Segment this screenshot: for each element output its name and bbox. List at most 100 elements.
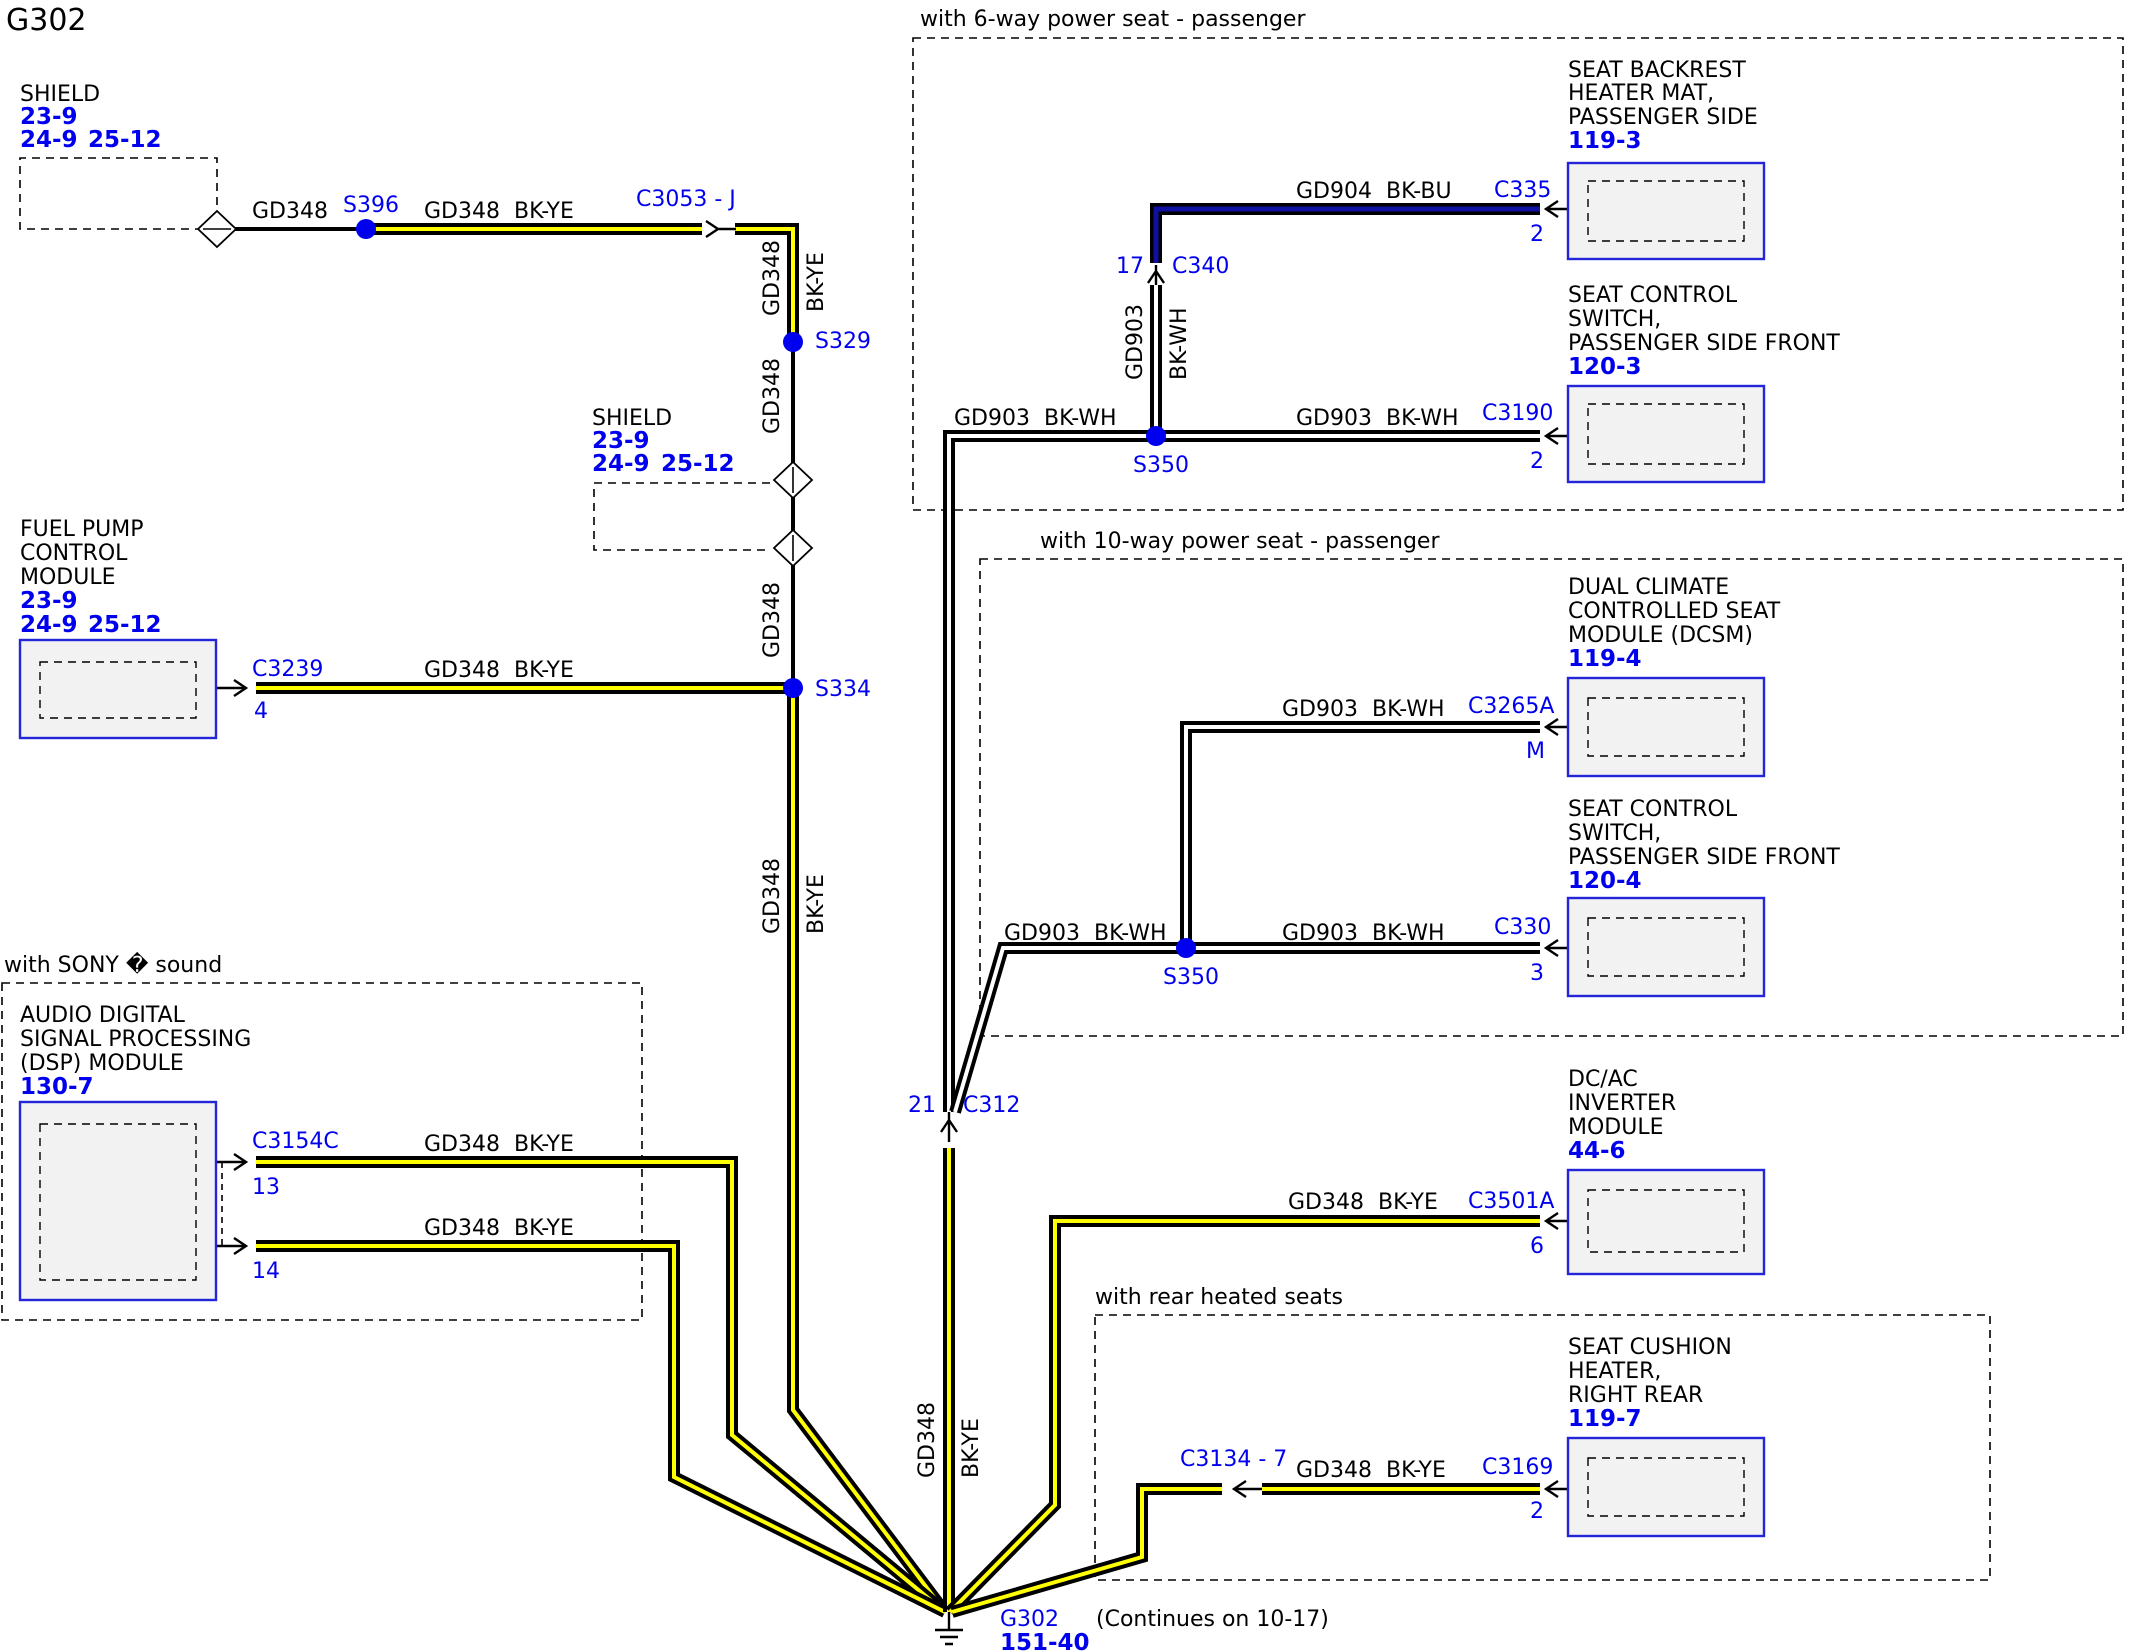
seat-control-switch-10way-box: [1566, 896, 1766, 998]
svg-text:GD348: GD348: [424, 1132, 500, 1157]
connector-c3265-label: C3265A: [1468, 694, 1554, 719]
connector-c335-label: C335: [1494, 178, 1551, 203]
svg-text:HEATER,: HEATER,: [1568, 1359, 1661, 1384]
svg-text:GD903: GD903: [1296, 406, 1372, 431]
shield-box-top: [19, 157, 218, 230]
group-box-10way: [979, 558, 2124, 1037]
connector-c3239-pin: 4: [254, 699, 268, 724]
svg-text:GD348: GD348: [760, 858, 785, 934]
wire-c330-c312: [949, 942, 1540, 1114]
connector-c3190-arrow: [1543, 427, 1568, 445]
splice-s396: [356, 219, 376, 239]
connector-c3501-label: C3501A: [1468, 1189, 1554, 1214]
svg-text:24-9: 24-9: [20, 127, 78, 153]
svg-text:BK-WH: BK-WH: [1386, 406, 1459, 431]
wire-label-gd903: GD903: [954, 406, 1030, 431]
svg-text:GD348: GD348: [1296, 1458, 1372, 1483]
connector-c3265-pin: M: [1526, 739, 1545, 764]
svg-text:BK-YE: BK-YE: [804, 874, 829, 934]
seat-cushion-heater-ref: 119-7: [1568, 1406, 1642, 1432]
ground-label: G302: [1000, 1607, 1059, 1632]
seat-backrest-heater-label: SEAT BACKREST: [1568, 58, 1746, 83]
svg-text:GD903: GD903: [1004, 921, 1080, 946]
svg-text:GD348: GD348: [760, 582, 785, 658]
connector-c3134-arrow: [1231, 1480, 1262, 1498]
splice-s329: [783, 332, 803, 352]
shield-mid-label: SHIELD: [592, 406, 672, 431]
svg-text:BK-WH: BK-WH: [1372, 921, 1445, 946]
connector-c3053-label: C3053 - J: [636, 187, 736, 212]
svg-text:24-9: 24-9: [20, 612, 78, 638]
connector-c3154-label: C3154C: [252, 1129, 339, 1154]
wire-gd903-network: [943, 285, 1540, 1114]
wire-c3154-14-g302: [256, 1240, 948, 1618]
seat-backrest-heater-ref: 119-3: [1568, 128, 1642, 154]
connector-c330-pin: 3: [1530, 961, 1544, 986]
connector-c330-arrow: [1543, 939, 1568, 957]
svg-text:24-9: 24-9: [592, 451, 650, 477]
splice-s334: [783, 678, 803, 698]
connector-c340-pin: 17: [1116, 254, 1144, 279]
group-box-rear-heated: [1094, 1314, 1991, 1581]
splice-s329-label: S329: [815, 329, 871, 354]
svg-text:BK-BU: BK-BU: [1386, 179, 1452, 204]
svg-text:HEATER MAT,: HEATER MAT,: [1568, 81, 1714, 106]
shield-box-mid: [593, 482, 770, 551]
seat-control-switch-10way-label: SEAT CONTROL: [1568, 797, 1738, 822]
svg-text:MODULE: MODULE: [20, 565, 116, 590]
svg-text:SIGNAL PROCESSING: SIGNAL PROCESSING: [20, 1027, 251, 1052]
svg-text:GD903: GD903: [1282, 697, 1358, 722]
wire-c3154-13-g302: [256, 1156, 949, 1617]
splice-s396-label: S396: [343, 193, 399, 218]
group-label-6way: with 6-way power seat - passenger: [920, 7, 1306, 32]
connector-c312-pin: 21: [908, 1093, 936, 1118]
dsp-module-ref: 130-7: [20, 1074, 94, 1100]
connector-c330-label: C330: [1494, 915, 1551, 940]
seat-cushion-heater-label: SEAT CUSHION: [1568, 1335, 1732, 1360]
connector-c312-label: C312: [963, 1093, 1020, 1118]
svg-text:(DSP) MODULE: (DSP) MODULE: [20, 1051, 184, 1076]
svg-text:RIGHT REAR: RIGHT REAR: [1568, 1383, 1703, 1408]
dsp-module-box: [18, 1100, 218, 1302]
group-box-6way: [912, 37, 2124, 511]
svg-text:BK-YE: BK-YE: [514, 199, 574, 224]
connector-c3190-pin: 2: [1530, 449, 1544, 474]
svg-text:BK-YE: BK-YE: [804, 252, 829, 312]
seat-control-switch-6way-ref: 120-3: [1568, 354, 1642, 380]
svg-text:GD348: GD348: [424, 1216, 500, 1241]
fuel-pump-label: FUEL PUMP: [20, 517, 144, 542]
svg-text:GD348: GD348: [424, 199, 500, 224]
svg-text:MODULE: MODULE: [1568, 1115, 1664, 1140]
svg-text:GD348: GD348: [760, 240, 785, 316]
svg-text:PASSENGER SIDE FRONT: PASSENGER SIDE FRONT: [1568, 845, 1840, 870]
connector-c3154-pin14: 14: [252, 1259, 280, 1284]
group-box-sony: [1, 982, 643, 1321]
group-label-10way: with 10-way power seat - passenger: [1040, 529, 1440, 554]
svg-text:25-12: 25-12: [661, 451, 735, 477]
svg-text:CONTROL: CONTROL: [20, 541, 128, 566]
svg-text:25-12: 25-12: [88, 127, 162, 153]
group-label-rear-heated: with rear heated seats: [1095, 1285, 1343, 1310]
svg-text:GD903: GD903: [1282, 921, 1358, 946]
svg-text:BK-YE: BK-YE: [1378, 1190, 1438, 1215]
svg-text:PASSENGER SIDE: PASSENGER SIDE: [1568, 105, 1758, 130]
dsp-module-label: AUDIO DIGITAL: [20, 1003, 186, 1028]
svg-text:GD348: GD348: [915, 1402, 940, 1478]
svg-text:25-12: 25-12: [88, 612, 162, 638]
ground-note: (Continues on 10-17): [1096, 1607, 1329, 1632]
group-label-sony: with SONY � sound: [4, 951, 222, 978]
svg-text:BK-YE: BK-YE: [514, 1216, 574, 1241]
connector-c3053-arrow: [705, 220, 736, 238]
splice-s350-6way-label: S350: [1133, 453, 1189, 478]
wire-c3501-g302: [945, 1215, 1540, 1617]
svg-text:23-9: 23-9: [20, 104, 78, 130]
wire-c3265-s350: [1180, 721, 1540, 948]
connector-c3134-label: C3134 - 7: [1180, 1447, 1287, 1472]
connector-c3239-label: C3239: [252, 657, 323, 682]
connector-c3190-label: C3190: [1482, 401, 1553, 426]
svg-text:BK-YE: BK-YE: [514, 1132, 574, 1157]
fuel-pump-ref: 23-9: [20, 588, 78, 614]
svg-text:GD348: GD348: [1288, 1190, 1364, 1215]
wire-label-gd904: GD904: [1296, 179, 1372, 204]
